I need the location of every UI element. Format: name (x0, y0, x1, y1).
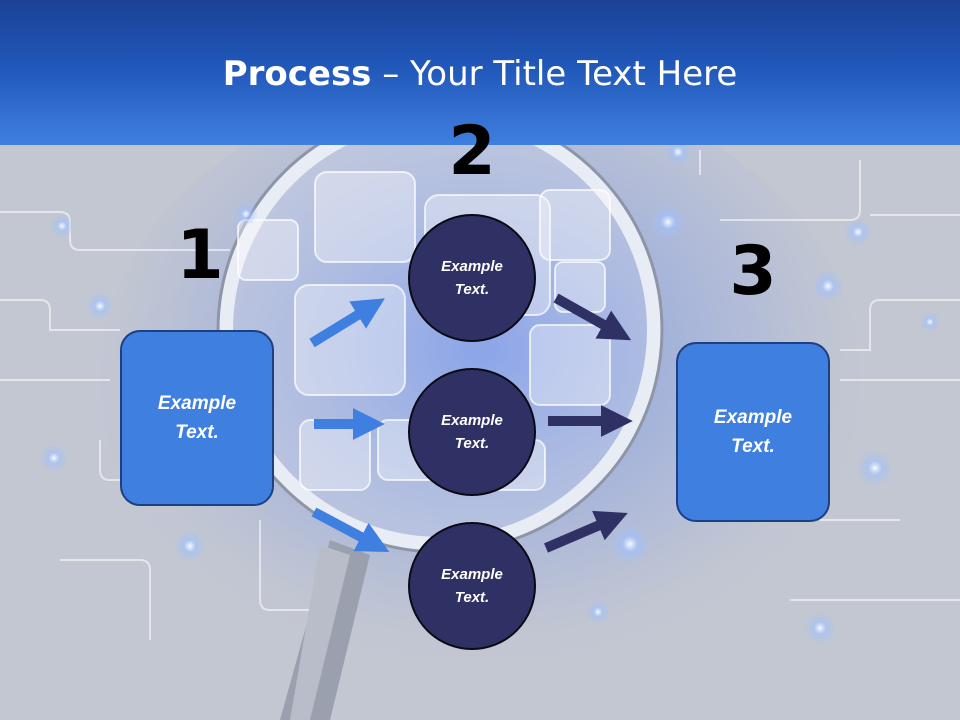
step-number-2: 2 (448, 112, 496, 191)
right-box: Example Text. (676, 342, 830, 522)
slide-title: Process – Your Title Text Here (0, 54, 960, 94)
circle-middle-label: Example Text. (441, 412, 503, 452)
step-number-1: 1 (176, 216, 224, 295)
circle-bottom: Example Text. (408, 522, 536, 650)
title-bar (0, 0, 960, 145)
step-number-3: 3 (729, 232, 777, 311)
right-box-label: Example Text. (713, 407, 793, 457)
circle-top-label: Example Text. (441, 258, 503, 298)
circle-bottom-label: Example Text. (441, 566, 503, 606)
circle-middle: Example Text. (408, 368, 536, 496)
left-box-label: Example Text. (157, 393, 237, 443)
left-box: Example Text. (120, 330, 274, 506)
circle-top: Example Text. (408, 214, 536, 342)
title-bold-part: Process (222, 54, 372, 94)
title-rest-part: – Your Title Text Here (371, 54, 738, 94)
